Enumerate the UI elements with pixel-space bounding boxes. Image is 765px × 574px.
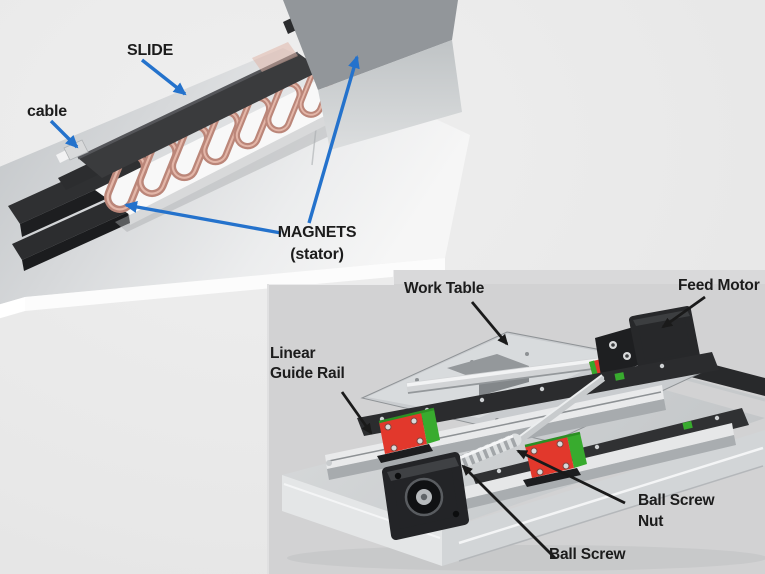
bearing-housing bbox=[382, 452, 469, 540]
magnets-label-line2: (stator) bbox=[290, 246, 344, 263]
ball-screw-nut-label: Ball Screw Nut bbox=[638, 490, 715, 532]
nut-label-line2: Nut bbox=[638, 513, 664, 530]
slide-assembly bbox=[56, 51, 352, 232]
feed-motor-arrow bbox=[661, 295, 706, 329]
magnets-stator-label: MAGNETS (stator) bbox=[267, 222, 367, 266]
black-callout-arrows bbox=[340, 295, 706, 559]
ball-screw-label: Ball Screw bbox=[549, 546, 626, 563]
carriage-2 bbox=[523, 431, 587, 487]
work-table-label: Work Table bbox=[404, 280, 485, 297]
linear-guide-rail-arrow bbox=[340, 391, 373, 435]
magnets-arrow-left bbox=[124, 201, 282, 235]
guide-rail-label-line1: Linear bbox=[270, 345, 316, 362]
slide-label: SLIDE bbox=[127, 42, 174, 59]
work-table-arrow bbox=[470, 301, 509, 346]
cable-lug bbox=[56, 139, 89, 163]
ball-screw-scene bbox=[267, 270, 765, 574]
stator-block bbox=[252, 0, 462, 150]
slide-arrow bbox=[140, 58, 187, 96]
ball-screw-figure bbox=[267, 270, 765, 574]
magnets-label-line1: MAGNETS bbox=[277, 224, 357, 241]
ball-screw-nut-arrow bbox=[516, 449, 626, 505]
ball-screw-arrow bbox=[461, 464, 556, 559]
guide-rail-label-line2: Guide Rail bbox=[270, 365, 345, 382]
cable-arrow bbox=[49, 119, 79, 149]
cable-label: cable bbox=[27, 103, 67, 120]
nut-label-line1: Ball Screw bbox=[638, 492, 715, 509]
feed-motor-label: Feed Motor bbox=[678, 277, 760, 294]
blue-callout-arrows bbox=[49, 55, 360, 235]
linear-guide-rail-label: Linear Guide Rail bbox=[270, 344, 345, 384]
magnets-arrow-up bbox=[307, 55, 360, 224]
feed-motor bbox=[595, 306, 700, 376]
carriage-1 bbox=[377, 407, 440, 463]
